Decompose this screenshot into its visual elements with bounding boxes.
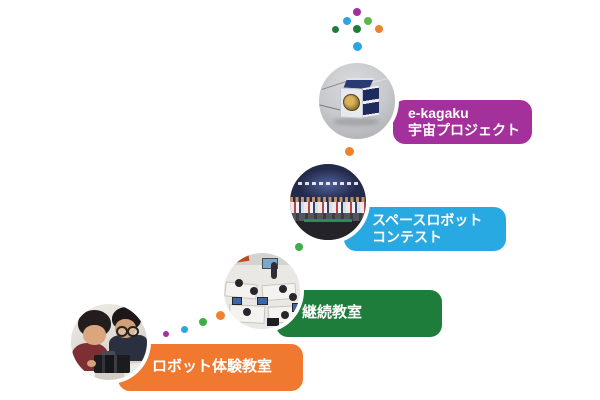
photo-art-fragment: [343, 93, 360, 112]
children-robot-photo: [67, 300, 151, 384]
photo-art-fragment: [231, 253, 250, 264]
arrow-dot-blue-left: [343, 17, 351, 25]
photo-art-fragment: [290, 213, 366, 221]
photo-art-fragment: [257, 297, 268, 305]
photo-art-fragment: [289, 293, 297, 301]
step-label-line: 継続教室: [302, 304, 363, 322]
photo-art-fragment: [298, 182, 358, 185]
photo-art-fragment: [271, 262, 277, 279]
photo-art-fragment: [340, 87, 363, 119]
photo-art-fragment: [262, 258, 278, 269]
photo-art-fragment: [101, 351, 115, 357]
photo-art-fragment: [127, 326, 139, 337]
step-label-line: スペースロボット: [372, 211, 483, 228]
photo-art-fragment: [333, 117, 379, 126]
arrow-dot-darkgreen-center: [353, 25, 361, 33]
contest-stage-photo: [286, 160, 370, 244]
arrow-dot-orange-right: [375, 25, 383, 33]
connector-dot-orange: [344, 146, 354, 156]
photo-art-fragment: [343, 78, 374, 89]
path-dot-green: [199, 318, 207, 326]
photo-art-fragment: [290, 202, 366, 213]
step-label-line: e-kagaku: [408, 104, 469, 121]
photo-art-fragment: [292, 303, 300, 312]
connector-dot-green: [295, 243, 303, 251]
step-label-e-kagaku-space-project[interactable]: e-kagaku 宇宙プロジェクト: [393, 100, 532, 144]
step-label-line: ロボット体験教室: [152, 358, 273, 376]
arrow-dot-purple: [353, 8, 361, 16]
photo-art-fragment: [232, 297, 242, 305]
photo-art-fragment: [279, 285, 287, 293]
step-label-line: 宇宙プロジェクト: [408, 122, 520, 138]
path-dot-purple: [163, 331, 169, 337]
photo-art-fragment: [304, 219, 352, 222]
photo-art-fragment: [281, 311, 289, 319]
arrow-dot-darkgreen-left: [331, 25, 339, 33]
photo-art-fragment: [362, 85, 379, 118]
photo-art-fragment: [94, 355, 130, 373]
path-dot-blue: [180, 325, 188, 333]
arrow-dot-green-right: [364, 17, 372, 25]
photo-art-fragment: [235, 279, 243, 287]
photo-art-fragment: [267, 318, 279, 326]
photo-art-fragment: [290, 221, 366, 240]
classroom-photo: [220, 249, 304, 333]
photo-art-fragment: [371, 75, 395, 84]
photo-art-fragment: [83, 325, 106, 345]
path-dot-orange: [215, 310, 225, 320]
photo-art-fragment: [87, 360, 96, 367]
photo-art-fragment: [243, 308, 251, 316]
arrow-dot-blue-bottom: [352, 41, 362, 51]
step-label-continuing-class[interactable]: 継続教室: [276, 290, 442, 337]
photo-art-fragment: [319, 104, 341, 111]
photo-art-fragment: [290, 197, 366, 202]
photo-art-fragment: [250, 287, 258, 295]
step-label-space-robot-contest[interactable]: スペースロボット コンテスト: [344, 207, 506, 251]
cubesat-photo: [315, 59, 399, 143]
step-label-line: コンテスト: [372, 229, 442, 245]
